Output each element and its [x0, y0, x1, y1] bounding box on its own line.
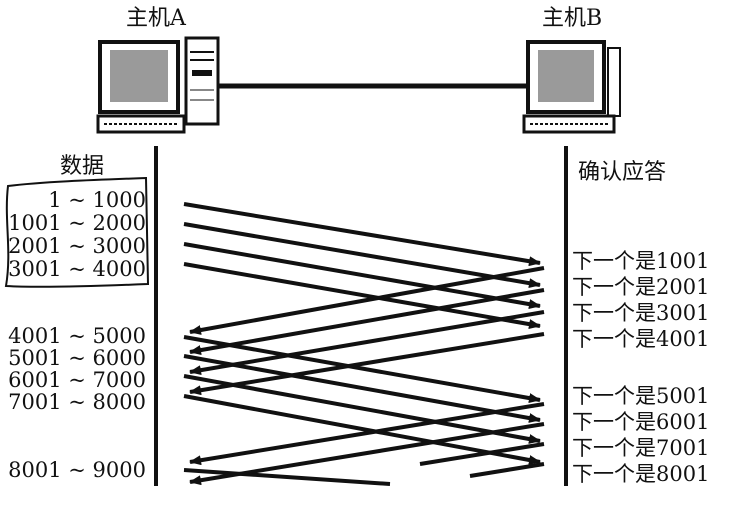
ack-label: 下一个是1001	[572, 250, 709, 272]
ack-label: 下一个是7001	[572, 437, 709, 459]
data-segment-label: 7001 ~ 8000	[0, 391, 146, 413]
data-arrow-5	[184, 337, 540, 400]
data-column-title: 数据	[60, 156, 104, 178]
data-segment-label: 1001 ~ 2000	[0, 212, 146, 234]
data-segment-label: 6001 ~ 7000	[0, 369, 146, 391]
ack-label: 下一个是5001	[572, 385, 709, 407]
ack-label: 下一个是6001	[572, 411, 709, 433]
host-b-label: 主机B	[542, 8, 602, 30]
ack-label: 下一个是4001	[572, 328, 709, 350]
ack-column-title: 确认应答	[578, 162, 666, 184]
host-a-label: 主机A	[126, 8, 186, 30]
host-a-computer-icon	[98, 38, 218, 132]
data-segment-label: 4001 ~ 5000	[0, 325, 146, 347]
ack-label: 下一个是8001	[572, 463, 709, 485]
ack-label: 下一个是3001	[572, 302, 709, 324]
host-b-computer-icon	[524, 42, 620, 132]
data-segment-label: 5001 ~ 6000	[0, 347, 146, 369]
ack-arrow-8	[470, 464, 544, 476]
data-segment-label: 3001 ~ 4000	[0, 258, 146, 280]
ack-arrows	[190, 268, 544, 482]
ack-label: 下一个是2001	[572, 276, 709, 298]
data-segment-label: 8001 ~ 9000	[0, 459, 146, 481]
data-segment-label: 1 ~ 1000	[0, 189, 146, 211]
data-segment-label: 2001 ~ 3000	[0, 235, 146, 257]
